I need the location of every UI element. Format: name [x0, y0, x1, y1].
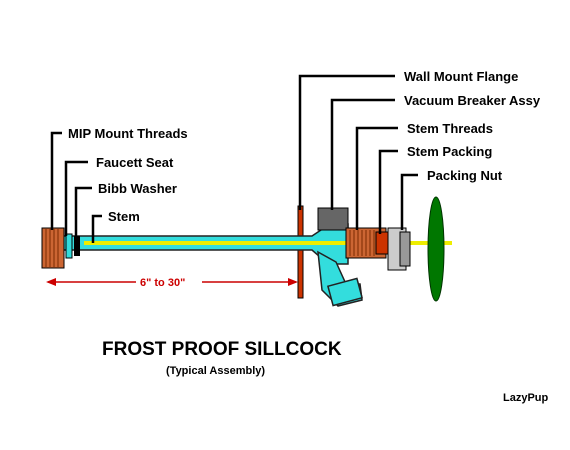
mip-mount-threads [41, 227, 65, 269]
leader-mip-threads [50, 131, 62, 230]
vacuum-breaker-body [317, 207, 349, 231]
stem-packing [375, 231, 389, 255]
label-stem-packing: Stem Packing [407, 144, 492, 159]
mip-threads-hatch [45, 229, 59, 267]
packing-nut-cap [399, 231, 411, 267]
leader-stem-threads [355, 126, 398, 230]
leader-faucett-seat [64, 160, 88, 236]
faucett-seat [65, 233, 73, 259]
leader-vacuum-breaker [330, 98, 395, 210]
dimension-arrow-left [46, 278, 56, 286]
leader-bibb-washer [74, 186, 92, 238]
label-wall-mount-flange: Wall Mount Flange [404, 69, 518, 84]
spout-threads [327, 277, 363, 307]
label-stem: Stem [108, 209, 140, 224]
bibb-washer [74, 236, 80, 256]
credit-label: LazyPup [503, 392, 549, 404]
leader-packing-nut [400, 173, 418, 230]
dimension-arrow-right [288, 278, 298, 286]
label-vacuum-breaker: Vacuum Breaker Assy [404, 93, 541, 108]
leader-wall-mount-flange [298, 74, 395, 210]
stem-threads-hatch [349, 230, 375, 256]
dimension-label: 6" to 30" [140, 277, 185, 289]
label-faucett-seat: Faucett Seat [96, 155, 174, 170]
diagram-title: FROST PROOF SILLCOCK [102, 339, 342, 360]
leader-stem [91, 214, 102, 243]
label-packing-nut: Packing Nut [427, 168, 503, 183]
label-mip-threads: MIP Mount Threads [68, 126, 188, 141]
label-stem-threads: Stem Threads [407, 121, 493, 136]
handle [427, 196, 445, 302]
label-bibb-washer: Bibb Washer [98, 181, 177, 196]
diagram-subtitle: (Typical Assembly) [166, 365, 265, 377]
wall-mount-flange [297, 205, 304, 299]
leader-stem-packing [378, 149, 398, 234]
